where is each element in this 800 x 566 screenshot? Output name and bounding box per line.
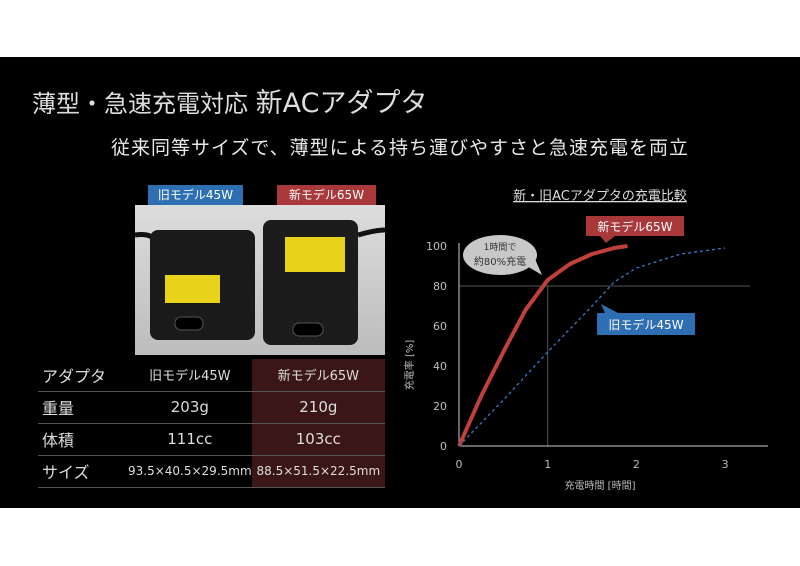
series-line-1 bbox=[458, 247, 726, 447]
x-tick-label: 0 bbox=[456, 458, 463, 471]
header-cell: 新モデル65W bbox=[251, 359, 385, 392]
callout-line1: 1時間で bbox=[484, 242, 517, 253]
label-old-model: 旧モデル45W bbox=[148, 185, 243, 205]
new-value: 103cc bbox=[251, 423, 385, 456]
x-tick-label: 1 bbox=[544, 458, 551, 471]
x-tick-label: 3 bbox=[722, 458, 729, 471]
y-tick-label: 20 bbox=[433, 400, 447, 413]
y-tick-label: 100 bbox=[426, 240, 447, 253]
chart-title: 新・旧ACアダプタの充電比較 bbox=[513, 188, 687, 204]
charge-chart: 新・旧ACアダプタの充電比較 0 20 40 60 80 100 0 1 2 3 1時間で 約80… bbox=[403, 188, 768, 492]
new-value: 88.5×51.5×22.5mm bbox=[251, 455, 385, 488]
y-tick-label: 0 bbox=[440, 440, 447, 453]
y-tick-label: 80 bbox=[433, 280, 447, 293]
legend-new: 新モデル65W bbox=[586, 216, 684, 243]
x-axis-label: 充電時間 [時間] bbox=[565, 479, 636, 492]
adapter-photo bbox=[134, 205, 386, 355]
header-cell: アダプタ bbox=[38, 359, 128, 392]
row-label: サイズ bbox=[38, 455, 128, 488]
y-tick-label: 60 bbox=[433, 320, 447, 333]
series-line-0 bbox=[457, 244, 628, 447]
callout-line2: 約80%充電 bbox=[474, 255, 526, 268]
label-new-model: 新モデル65W bbox=[277, 185, 376, 205]
subtitle: 従来同等サイズで、薄型による持ち運びやすさと急速充電を両立 bbox=[110, 137, 690, 159]
y-axis-label: 充電率 [%] bbox=[403, 340, 416, 391]
legend-old: 旧モデル45W bbox=[597, 304, 695, 335]
row-label: 体積 bbox=[38, 423, 128, 456]
new-value: 210g bbox=[251, 391, 385, 424]
slide: 薄型・急速充電対応 新ACアダプタ 従来同等サイズで、薄型による持ち運びやすさと… bbox=[0, 57, 800, 508]
x-tick-label: 2 bbox=[633, 458, 640, 471]
old-value: 111cc bbox=[128, 423, 252, 456]
page-title: 薄型・急速充電対応 新ACアダプタ bbox=[32, 88, 428, 119]
adapter-illustration bbox=[134, 220, 386, 345]
old-value: 203g bbox=[128, 391, 252, 424]
header-cell: 旧モデル45W bbox=[128, 359, 252, 392]
old-value: 93.5×40.5×29.5mm bbox=[128, 455, 252, 488]
legend-new-label: 新モデル65W bbox=[597, 219, 672, 234]
y-tick-label: 40 bbox=[433, 360, 447, 373]
callout: 1時間で 約80%充電 bbox=[463, 235, 542, 275]
row-label: 重量 bbox=[38, 391, 128, 424]
legend-old-label: 旧モデル45W bbox=[608, 317, 683, 332]
